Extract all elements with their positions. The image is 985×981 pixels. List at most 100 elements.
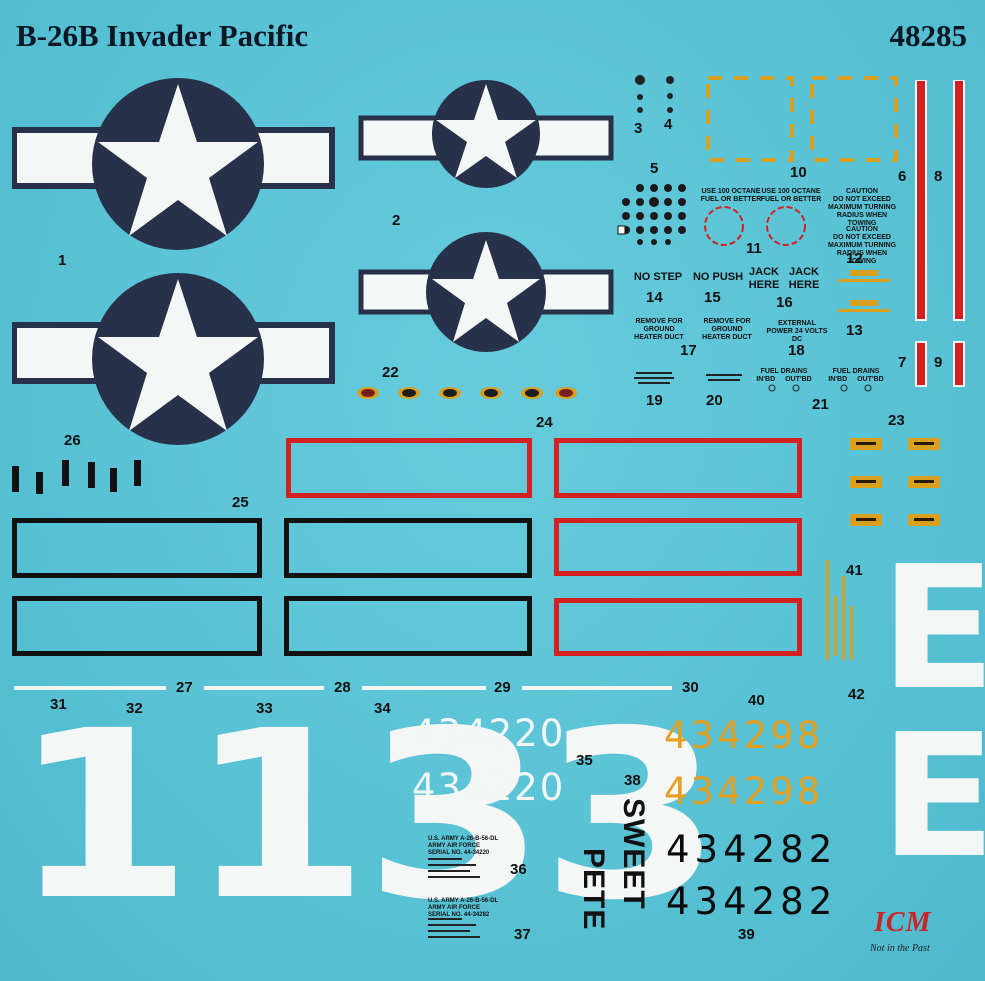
label-24: 24 — [536, 414, 553, 431]
white-line-27a — [14, 686, 166, 690]
label-42: 42 — [848, 686, 865, 703]
label-38: 38 — [624, 772, 641, 789]
black-frame-25-2 — [284, 518, 532, 578]
label-18: 18 — [788, 342, 805, 359]
caution-a: CAUTION DO NOT EXCEED MAXIMUM TURNING RA… — [822, 188, 902, 228]
label-15: 15 — [704, 289, 721, 306]
external-power-stencil: EXTERNAL POWER 24 VOLTS DC — [766, 320, 828, 344]
serial-white-1: 434220 — [412, 712, 566, 755]
data-block-36-lines — [428, 858, 480, 878]
label-14: 14 — [646, 289, 663, 306]
label-28: 28 — [334, 679, 351, 696]
serial-yellow-1: 434298 — [664, 714, 824, 757]
red-frame-24-3 — [554, 518, 802, 576]
data-block-37: U.S. ARMY A-26-B-56-DL ARMY AIR FORCE SE… — [428, 898, 499, 918]
black-frame-25-3 — [12, 596, 262, 656]
sheet-title: B-26B Invader Pacific — [16, 18, 309, 53]
red-frame-24-1 — [286, 438, 532, 498]
icm-logo: ICM Not in the Past — [862, 907, 970, 967]
red-frame-24-2 — [554, 438, 802, 498]
insignia-1-upper — [12, 78, 335, 250]
serial-black-2: 434282 — [666, 880, 838, 923]
caution-b-text: DO NOT EXCEED MAXIMUM TURNING RADIUS WHE… — [827, 234, 897, 266]
label-37: 37 — [514, 926, 531, 943]
label-6: 6 — [898, 168, 907, 185]
kit-code: 48285 — [889, 18, 968, 53]
yellow-dashed-frames-10 — [706, 76, 898, 162]
label-34: 34 — [374, 700, 391, 717]
insignia-1-lower — [12, 273, 335, 445]
caution-b: CAUTION DO NOT EXCEED MAXIMUM TURNING RA… — [822, 226, 902, 266]
nose-art-line-1: SWEET — [617, 798, 650, 910]
label-33: 33 — [256, 700, 273, 717]
letter-e-upper: E — [880, 530, 985, 728]
nose-art-line-2: PETE — [577, 848, 610, 931]
label-10: 10 — [790, 164, 807, 181]
octane-stencil-b: USE 100 OCTANE FUEL OR BETTER — [760, 188, 822, 204]
data-block-36: U.S. ARMY A-26-B-56-DL ARMY AIR FORCE SE… — [428, 836, 499, 856]
label-40: 40 — [748, 692, 765, 709]
fuel-drains-b-outbd: OUT'BD — [857, 376, 884, 384]
label-16: 16 — [776, 294, 793, 311]
label-36: 36 — [510, 861, 527, 878]
label-3: 3 — [634, 120, 643, 137]
yellow-stencils-41 — [826, 560, 853, 660]
fuel-drains-b-heading: FUEL DRAINS — [832, 368, 880, 375]
logo-tagline: Not in the Past — [870, 943, 930, 954]
white-line-27b — [204, 686, 324, 690]
label-17: 17 — [680, 342, 697, 359]
drain-rings-21 — [768, 384, 872, 392]
caution-a-heading: CAUTION — [846, 188, 878, 195]
serial-white-2: 434220 — [412, 766, 566, 809]
label-22: 22 — [382, 364, 399, 381]
label-41: 41 — [846, 562, 863, 579]
label-9: 9 — [934, 354, 943, 371]
label-21: 21 — [812, 396, 829, 413]
small-roundels-22 — [357, 387, 577, 399]
serial-black-1: 434282 — [666, 828, 838, 871]
label-4: 4 — [664, 116, 673, 133]
big-number-1133: 1133 — [12, 681, 722, 951]
heater-duct-stencil-b: REMOVE FOR GROUND HEATER DUCT — [702, 318, 752, 342]
red-stripes-6-9 — [915, 80, 965, 387]
insignia-2-upper — [358, 80, 614, 188]
black-marks-26 — [12, 460, 141, 494]
label-29: 29 — [494, 679, 511, 696]
label-25: 25 — [232, 494, 249, 511]
label-35: 35 — [576, 752, 593, 769]
caution-b-heading: CAUTION — [846, 226, 878, 233]
octane-stencil-a: USE 100 OCTANE FUEL OR BETTER — [700, 188, 762, 204]
heater-duct-stencil-a: REMOVE FOR GROUND HEATER DUCT — [634, 318, 684, 342]
label-7: 7 — [898, 354, 907, 371]
jack-here-stencil-b: JACK HERE — [788, 266, 820, 292]
data-block-37-lines — [428, 918, 480, 938]
serial-yellow-2: 434298 — [664, 770, 824, 813]
fuel-drains-b: FUEL DRAINS IN'BD OUT'BD — [828, 368, 884, 384]
fuel-drains-a: FUEL DRAINS IN'BD OUT'BD — [756, 368, 812, 384]
white-line-28 — [362, 686, 486, 690]
label-23: 23 — [888, 412, 905, 429]
white-line-29 — [522, 686, 672, 690]
black-frame-25-1 — [12, 518, 262, 578]
caution-a-text: DO NOT EXCEED MAXIMUM TURNING RADIUS WHE… — [827, 196, 897, 228]
no-push-stencil: NO PUSH — [692, 271, 744, 283]
label-11: 11 — [746, 240, 762, 257]
label-13: 13 — [846, 322, 863, 339]
fuel-drains-b-inbd: IN'BD — [828, 376, 848, 384]
nose-art-38b: PETE — [564, 848, 610, 940]
label-26: 26 — [64, 432, 81, 449]
label-20: 20 — [706, 392, 723, 409]
logo-brand: ICM — [874, 907, 932, 938]
label-31: 31 — [50, 696, 67, 713]
red-frame-24-4 — [554, 598, 802, 656]
yellow-stencils-13 — [838, 270, 890, 312]
letter-e-lower: E — [880, 698, 985, 896]
label-8: 8 — [934, 168, 943, 185]
fuel-drains-a-inbd: IN'BD — [756, 376, 776, 384]
label-39: 39 — [738, 926, 755, 943]
yellow-stencils-23 — [850, 438, 940, 526]
nose-art-38: SWEET — [604, 798, 650, 930]
tiny-stencils-19-20 — [634, 372, 742, 384]
label-32: 32 — [126, 700, 143, 717]
